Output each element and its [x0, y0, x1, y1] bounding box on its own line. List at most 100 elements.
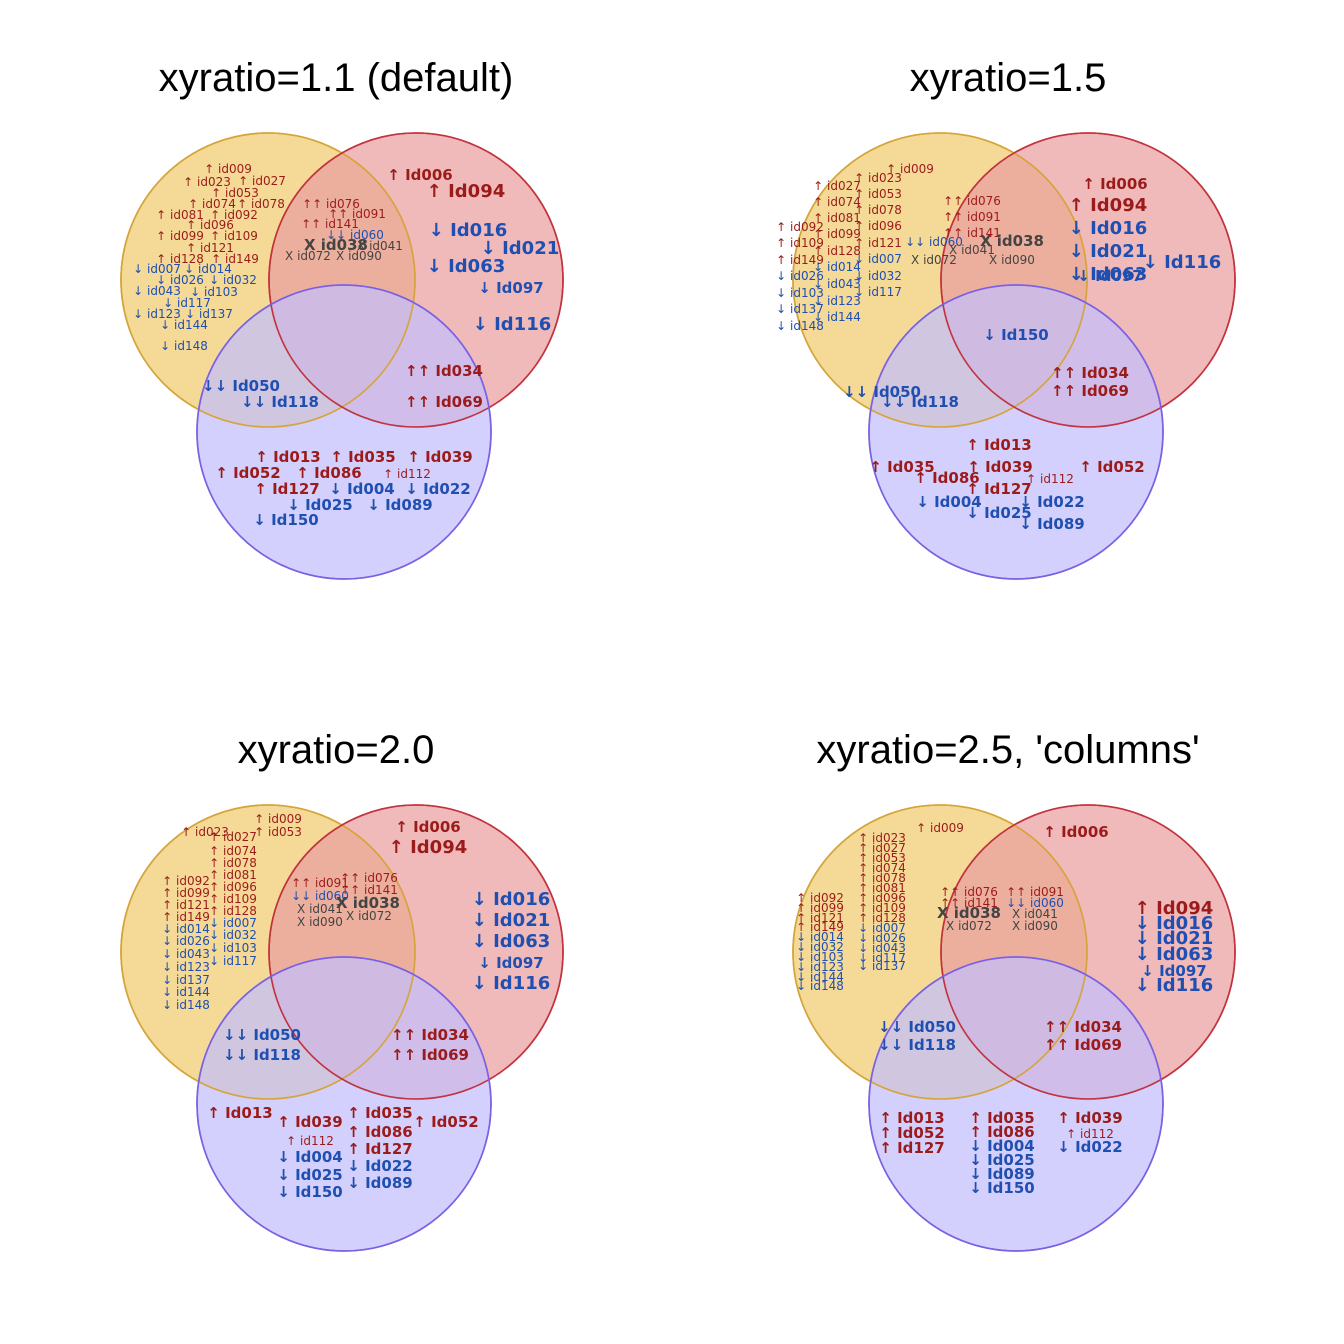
region-c-label: ↑ Id127 [347, 1140, 412, 1158]
region-a-label: ↓ id014 [184, 262, 232, 276]
region-c-label: ↓ Id022 [1019, 493, 1084, 511]
region-ab-label: X id090 [297, 915, 343, 929]
region-a-label: ↑ id096 [209, 880, 257, 894]
set-c-circle-outline [868, 284, 1164, 580]
region-a-label: ↓ id014 [162, 922, 210, 936]
region-a-label: ↑ id009 [254, 812, 302, 826]
region-c-label: ↑ Id127 [879, 1139, 944, 1157]
panel-title: xyratio=2.0 [237, 728, 435, 772]
region-ac-label: ↓↓ Id118 [878, 1036, 956, 1054]
region-b-label: ↓ Id097 [1141, 962, 1206, 980]
region-a-label: ↓ id144 [160, 318, 208, 332]
region-ab-label: X id038 [937, 904, 1001, 922]
region-c-label: ↑ Id052 [215, 464, 280, 482]
region-a-label: ↑ id078 [237, 197, 285, 211]
region-ab-label: ↓↓ id060 [326, 228, 384, 242]
region-a-label: ↑ id109 [858, 901, 906, 915]
region-ab-label: X id041 [1012, 907, 1058, 921]
region-ac-label: ↓↓ Id118 [881, 393, 959, 411]
region-ab-label: X id072 [346, 909, 392, 923]
venn-panel-2: ↑ id009↑ id023↑ id027↑ id053↑ id074↑ id0… [672, 0, 1344, 672]
region-a-label: ↑ id099 [162, 886, 210, 900]
region-a-label: ↓ id043 [133, 284, 181, 298]
region-c-label: ↑ Id127 [254, 480, 319, 498]
region-a-label: ↑ id121 [796, 911, 844, 925]
region-a-label: ↓ id014 [796, 930, 844, 944]
region-a-label: ↓ id032 [209, 928, 257, 942]
set-c-circle-outline [196, 956, 492, 1252]
region-c-label: ↑ id112 [286, 1134, 334, 1148]
region-b-label: ↓ Id063 [472, 931, 551, 952]
region-b-label: ↓ Id097 [1077, 267, 1142, 285]
region-a-label: ↑ id078 [858, 871, 906, 885]
region-bc-label: ↑↑ Id034 [391, 1026, 469, 1044]
region-c-label: ↓ Id004 [329, 480, 394, 498]
region-a-label: ↓ id007 [854, 252, 902, 266]
region-a-label: ↑ id121 [854, 236, 902, 250]
region-ab-label: ↑↑ id076 [340, 871, 398, 885]
region-a-label: ↑ id149 [162, 910, 210, 924]
region-a-label: ↑ id109 [210, 229, 258, 243]
region-a-label: ↑ id009 [204, 162, 252, 176]
region-b-label: ↓ Id116 [1135, 975, 1214, 996]
set-a-circle-outline [792, 132, 1088, 428]
region-ab-label: X id090 [1012, 919, 1058, 933]
region-a-label: ↓ id137 [776, 302, 824, 316]
region-a-label: ↓ id043 [813, 277, 861, 291]
region-b-label: ↑ Id094 [1069, 195, 1148, 216]
region-a-label: ↑ id053 [854, 187, 902, 201]
region-b-label: ↓ Id016 [1135, 913, 1214, 934]
venn-diagram-3: ↑ id009↑ id023↑ id027↑ id053↑ id074↑ id0… [120, 804, 564, 1252]
region-ab-label: X id041 [357, 239, 403, 253]
region-a-label: ↑ id023 [183, 175, 231, 189]
region-b-label: ↓ Id021 [1069, 241, 1148, 262]
region-a-label: ↓ id026 [156, 273, 204, 287]
region-a-label: ↑ id128 [156, 252, 204, 266]
region-ab-label: ↑↑ id091 [1006, 885, 1064, 899]
region-c-label: ↑ Id039 [277, 1113, 342, 1131]
region-a-label: ↑ id078 [854, 203, 902, 217]
region-c-label: ↓ Id089 [367, 496, 432, 514]
region-c-label: ↑ Id035 [969, 1109, 1034, 1127]
region-a-label: ↑ id053 [211, 186, 259, 200]
region-a-label: ↓ id117 [209, 954, 257, 968]
region-a-label: ↓ id103 [796, 950, 844, 964]
region-a-label: ↑ id081 [813, 211, 861, 225]
region-a-label: ↑ id053 [254, 825, 302, 839]
set-b-circle-outline [268, 804, 564, 1100]
region-c-label: ↓ Id089 [969, 1165, 1034, 1183]
venn-panel-1: ↑ id009↑ id023↑ id027↑ id053↑ id074↑ id0… [0, 0, 672, 672]
region-a-label: ↓ id032 [854, 269, 902, 283]
region-ab-label: X id038 [336, 894, 400, 912]
region-ab-label: ↑↑ id141 [943, 226, 1001, 240]
region-b-label: ↓ Id063 [1135, 944, 1214, 965]
region-c-label: ↓ Id150 [253, 511, 318, 529]
region-a-label: ↓ id123 [813, 294, 861, 308]
region-b-label: ↓ Id063 [427, 256, 506, 277]
region-a-label: ↓ id137 [162, 973, 210, 987]
region-c-label: ↑ Id013 [966, 436, 1031, 454]
venn-diagram-4: ↑ id009↑ id023↑ id027↑ id053↑ id074↑ id0… [792, 804, 1236, 1252]
region-bc-label: ↑↑ Id069 [405, 393, 483, 411]
region-ab-label: X id090 [336, 249, 382, 263]
region-a-label: ↑ id109 [776, 236, 824, 250]
region-a-label: ↑ id092 [210, 208, 258, 222]
region-a-label: ↓ id026 [162, 934, 210, 948]
region-ac-label: ↓↓ Id050 [843, 383, 921, 401]
region-a-label: ↓ id043 [858, 941, 906, 955]
region-a-label: ↓ id007 [133, 262, 181, 276]
region-ac-label: ↓↓ Id050 [223, 1026, 301, 1044]
region-b-label: ↓ Id116 [472, 973, 551, 994]
region-a-label: ↑ id149 [796, 920, 844, 934]
region-c-label: ↑ Id013 [207, 1104, 272, 1122]
region-a-label: ↑ id023 [858, 831, 906, 845]
region-ab-label: ↑↑ id091 [943, 210, 1001, 224]
region-ab-label: ↑↑ id141 [940, 896, 998, 910]
region-a-label: ↓ id007 [209, 916, 257, 930]
region-c-label: ↓ Id022 [347, 1157, 412, 1175]
region-c-label: ↑ Id086 [347, 1123, 412, 1141]
region-ac-label: ↓↓ Id118 [223, 1046, 301, 1064]
region-c-label: ↑ id112 [383, 467, 431, 481]
region-a-label: ↓ id148 [796, 979, 844, 993]
region-c-label: ↓ Id150 [277, 1183, 342, 1201]
